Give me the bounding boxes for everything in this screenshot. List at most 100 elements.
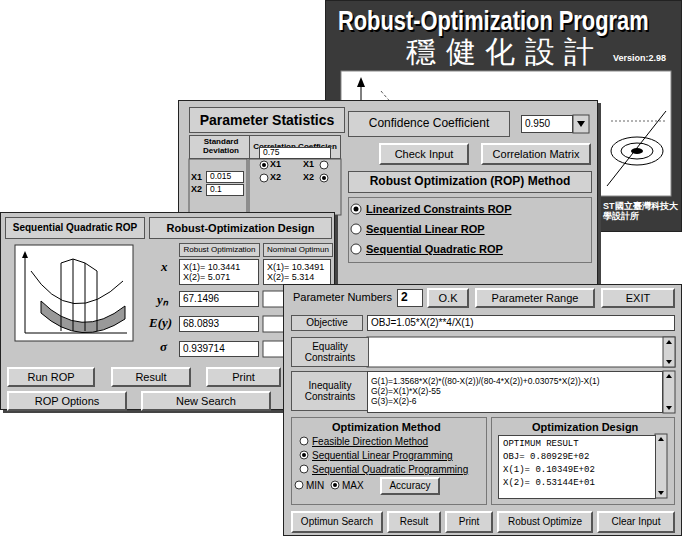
- text-label: O.K: [439, 292, 458, 305]
- group-panel: Optimization DesignOPTIMUM RESULT OBJ= 0.…: [491, 417, 675, 505]
- text-label: 0.75: [263, 148, 280, 158]
- text-label: MAX: [342, 480, 364, 492]
- header-box: Inequality Constraints: [291, 371, 369, 411]
- text-label: New Search: [176, 395, 236, 408]
- push-button: Print: [206, 367, 281, 387]
- text-label: Robust Optimize: [508, 516, 582, 528]
- text-label: Feasible Direction Method: [312, 436, 428, 448]
- text-label: OBJ=1.05*X(2)**4/X(1): [371, 317, 474, 329]
- text-label: 0.1: [210, 185, 222, 195]
- group-panel: Optimization MethodFeasible Direction Me…: [291, 417, 487, 505]
- push-button: Result: [387, 511, 441, 533]
- push-button: Parameter Range: [475, 288, 595, 308]
- text-label: Optimun Search: [301, 516, 373, 528]
- text-label: G(2)=X(1)*X(2)-55: [371, 387, 441, 397]
- text-label: X(2)= 5.314: [267, 272, 314, 282]
- header-box: Robust Optimization: [179, 243, 260, 257]
- text-label: Parameter Numbers: [293, 291, 392, 304]
- input-field: X(1)= 10.3441X(2)= 5.071: [179, 259, 259, 285]
- text-label: E(y): [149, 315, 172, 331]
- text-label: Result: [135, 371, 166, 384]
- text-label: 2: [401, 291, 408, 305]
- text-label: ST國立臺灣科技大學設計所: [603, 201, 679, 222]
- header-box: Objective: [291, 315, 363, 331]
- text-label: Sequential Quadratic Programming: [312, 464, 468, 476]
- text-label: EXIT: [626, 292, 650, 305]
- text-label: Correlation Matrix: [493, 148, 580, 161]
- text-label: Linearized Constraints ROP: [366, 203, 511, 216]
- text-label: Optimization Design: [532, 421, 638, 434]
- push-button: EXIT: [601, 288, 675, 308]
- push-button: Print: [445, 511, 493, 533]
- header-box: Parameter Statistics: [189, 107, 345, 133]
- text-label: yₙ: [157, 290, 168, 308]
- text-label: Parameter Range: [492, 292, 579, 305]
- input-field: 0.939714: [179, 341, 259, 357]
- text-label: Confidence Coefficient: [369, 117, 490, 131]
- push-button: Correlation Matrix: [481, 143, 591, 165]
- text-label: Sequential Linear Programming: [312, 450, 453, 462]
- text-label: Check Input: [395, 148, 454, 161]
- input-field: X(1)= 10.3491X(2)= 5.314: [263, 259, 331, 285]
- text-label: X2: [191, 184, 202, 194]
- text-label: Equality Constraints: [292, 341, 368, 363]
- text-label: OBJ= 0.80929E+02: [503, 452, 589, 462]
- text-label: Accuracy: [389, 480, 430, 492]
- push-button: Run ROP: [7, 367, 95, 387]
- text-label: MIN: [306, 480, 324, 492]
- text-label: Run ROP: [27, 371, 74, 384]
- text-label: Result: [400, 516, 428, 528]
- push-button: Optimun Search: [291, 511, 383, 533]
- text-label: G(3)=X(2)-6: [371, 397, 417, 407]
- text-label: Print: [459, 516, 480, 528]
- input-field: G(1)=1.3568*X(2)*((80-X(2))/(80-4*X(2))+…: [367, 371, 663, 413]
- text-label: 0.015: [210, 172, 231, 182]
- header-box: Robust-Optimization Design: [149, 217, 332, 239]
- text-label: Robust-Optimization Program: [338, 5, 649, 37]
- text-label: Optimization Method: [332, 421, 441, 434]
- text-label: Version:2.98: [613, 53, 666, 63]
- text-label: X(1)= 10.3441: [183, 262, 240, 272]
- text-label: Parameter Statistics: [200, 112, 335, 128]
- push-button: Result: [111, 367, 191, 387]
- header-box: Nominal Optimun: [263, 243, 333, 257]
- input-field: 0.015: [206, 171, 244, 183]
- list-box: OPTIMUM RESULT OBJ= 0.80929E+02X(1)= 0.10…: [498, 435, 656, 499]
- push-button: Clear Input: [597, 511, 675, 533]
- push-button: Robust Optimize: [497, 511, 593, 533]
- text-label: Inequality Constraints: [292, 380, 368, 402]
- text-label: Robust Optimization: [183, 245, 255, 254]
- input-field: OBJ=1.05*X(2)**4/X(1): [367, 315, 675, 331]
- input-field: 68.0893: [179, 316, 259, 332]
- push-button: New Search: [141, 391, 271, 411]
- text-label: X(1)= 0.10349E+02: [503, 465, 595, 475]
- text-label: σ: [160, 339, 167, 355]
- push-button: Accuracy: [380, 477, 440, 495]
- header-box: Standard Deviation: [189, 135, 253, 159]
- text-label: Sequential Linear ROP: [366, 223, 485, 236]
- app-window: Parameter Numbers 2 O.K Parameter Range EXIT…: [283, 284, 682, 536]
- text-label: 68.0893: [183, 318, 219, 330]
- group-panel: Linearized Constraints ROP Sequential Lin…: [348, 197, 592, 263]
- text-label: Sequential Quadratic ROP: [13, 222, 137, 234]
- text-label: Robust Optimization (ROP) Method: [370, 175, 571, 189]
- push-button: O.K: [427, 288, 469, 308]
- text-label: Print: [232, 371, 255, 384]
- text-label: G(1)=1.3568*X(2)*((80-X(2))/(80-4*X(2))+…: [371, 377, 600, 387]
- input-field: 0.950: [521, 115, 573, 133]
- text-label: X(2)= 0.53144E+01: [503, 478, 595, 488]
- text-label: x: [161, 259, 168, 275]
- input-field: 0.75: [259, 147, 331, 159]
- text-label: X1: [303, 159, 314, 169]
- text-label: 67.1496: [183, 293, 219, 305]
- text-label: 0.950: [525, 118, 550, 130]
- header-box: Robust Optimization (ROP) Method: [348, 171, 592, 193]
- header-box: Equality Constraints: [291, 337, 369, 367]
- text-label: OPTIMUM RESULT: [503, 439, 579, 449]
- header-box: Confidence Coefficient: [348, 111, 510, 137]
- input-field: 2: [397, 289, 423, 307]
- text-label: Standard Deviation: [190, 138, 252, 156]
- text-label: Clear Input: [612, 516, 661, 528]
- text-label: Sequential Quadratic ROP: [366, 243, 503, 256]
- text-label: Objective: [306, 317, 348, 329]
